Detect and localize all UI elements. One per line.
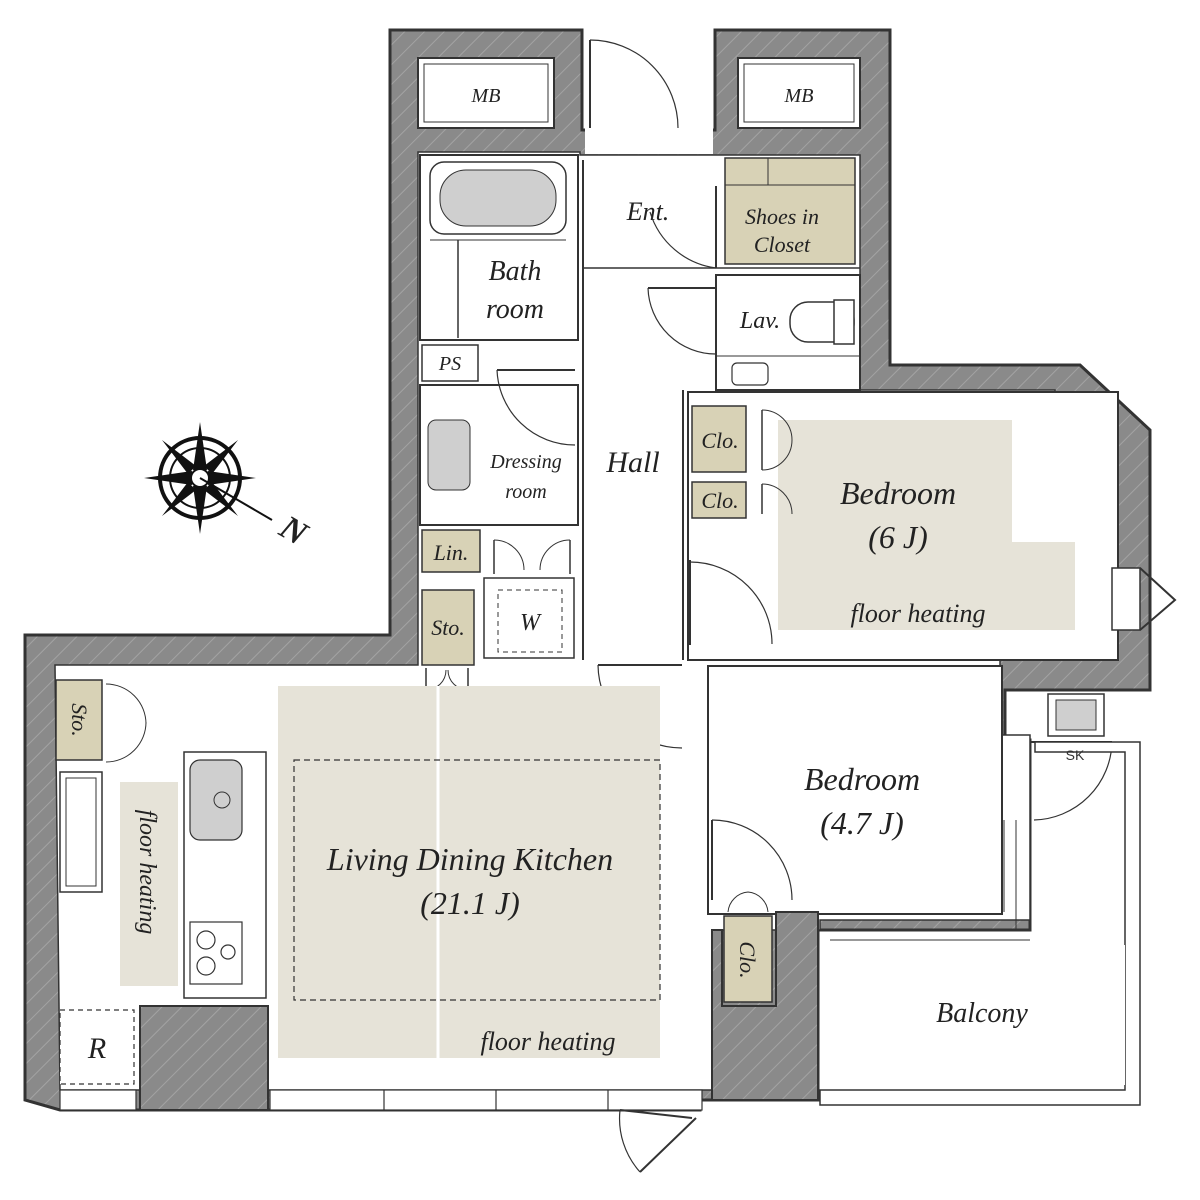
bathtub-basin: [439, 169, 557, 227]
stove-icon: [189, 921, 243, 985]
balcony-label: Balcony: [936, 998, 1028, 1029]
balcony-floor: [825, 945, 1125, 1085]
washbasin: [427, 419, 471, 491]
sto-mid-label: Sto.: [431, 615, 465, 640]
bathroom-label-1: Bath: [489, 256, 542, 287]
ldk-windows: [59, 1089, 703, 1111]
ldk-exit-door[interactable]: [618, 1109, 697, 1173]
meter-box-left: [417, 57, 555, 129]
clo-1-label: Clo.: [701, 428, 738, 453]
entrance-door[interactable]: [649, 186, 717, 269]
bedroom-4-7j-window: [830, 820, 1030, 941]
bedroom-4-7j-size: (4.7 J): [820, 805, 904, 841]
shoes-label-1: Shoes in: [745, 204, 819, 229]
column-right: [711, 911, 819, 1101]
lav-sink: [731, 362, 769, 386]
entrance-recess: [585, 32, 713, 154]
washer-label: W: [520, 610, 542, 636]
closet-3-door[interactable]: [727, 891, 769, 913]
storage-left: [55, 679, 103, 761]
sto-left-label: Sto.: [67, 703, 92, 737]
bathroom-label-2: room: [486, 294, 544, 325]
sk-label: SK: [1066, 747, 1085, 763]
bedroom-4-7j: [707, 665, 1003, 915]
linen-closet: [421, 529, 481, 573]
column-left: [139, 1005, 269, 1111]
kitchen-sink: [189, 759, 243, 841]
lin-label: Lin.: [433, 540, 469, 565]
ldk-floor: [278, 686, 660, 1058]
closet-2-door[interactable]: [761, 483, 793, 515]
closet-3: [723, 915, 773, 1003]
closet-2: [691, 481, 747, 519]
bedroom-6j-window[interactable]: [1111, 567, 1177, 631]
storage-middle: [421, 589, 475, 666]
bedroom-6j-heating: floor heating: [850, 599, 985, 628]
ldk-size: (21.1 J): [420, 885, 520, 921]
slop-sink: [1047, 693, 1105, 737]
storage-left-door[interactable]: [105, 683, 147, 763]
closet-1: [691, 405, 747, 473]
hall-label: Hall: [605, 446, 659, 479]
compass-icon: [144, 422, 273, 534]
washer-door[interactable]: [493, 539, 571, 574]
shoes-label-2: Closet: [754, 232, 811, 257]
dressing-label-1: Dressing: [489, 451, 561, 473]
ldk-heating: floor heating: [480, 1027, 615, 1056]
shelf: [59, 771, 103, 893]
balcony: [819, 741, 1141, 1106]
bedroom-6j-size: (6 J): [868, 519, 928, 555]
bedroom-6j-floor: [778, 420, 1075, 630]
fridge-label: R: [87, 1032, 106, 1065]
closet-1-door[interactable]: [761, 409, 793, 471]
fridge: [59, 1009, 135, 1085]
lavatory-door[interactable]: [647, 287, 717, 355]
dressing-label-2: room: [505, 481, 546, 503]
mb-right-label: MB: [784, 85, 814, 107]
meter-box-right: [737, 57, 861, 129]
ldk-rug-outline: [293, 759, 661, 1001]
north-label: N: [272, 508, 314, 554]
clo-2-label: Clo.: [701, 488, 738, 513]
ldk-name: Living Dining Kitchen: [326, 841, 613, 877]
bedroom-6j-door[interactable]: [689, 560, 773, 645]
bedroom-4-7j-name: Bedroom: [804, 761, 920, 797]
kitchen-heating: floor heating: [134, 810, 160, 935]
mb-left-label: MB: [471, 85, 501, 107]
kitchen-heating-floor: [120, 782, 178, 986]
bedroom-4-7j-door[interactable]: [711, 819, 793, 901]
front-door[interactable]: [589, 39, 679, 129]
clo-3-label: Clo.: [735, 941, 760, 978]
pipe-space: [421, 344, 479, 382]
shoes-closet: [724, 157, 856, 265]
toilet: [789, 299, 855, 345]
ps-label: PS: [438, 353, 461, 375]
entrance-label: Ent.: [626, 197, 670, 226]
bedroom-6j-name: Bedroom: [840, 475, 956, 511]
dressing-door[interactable]: [496, 369, 576, 446]
washer-space: [483, 577, 575, 659]
lav-label: Lav.: [739, 308, 780, 334]
